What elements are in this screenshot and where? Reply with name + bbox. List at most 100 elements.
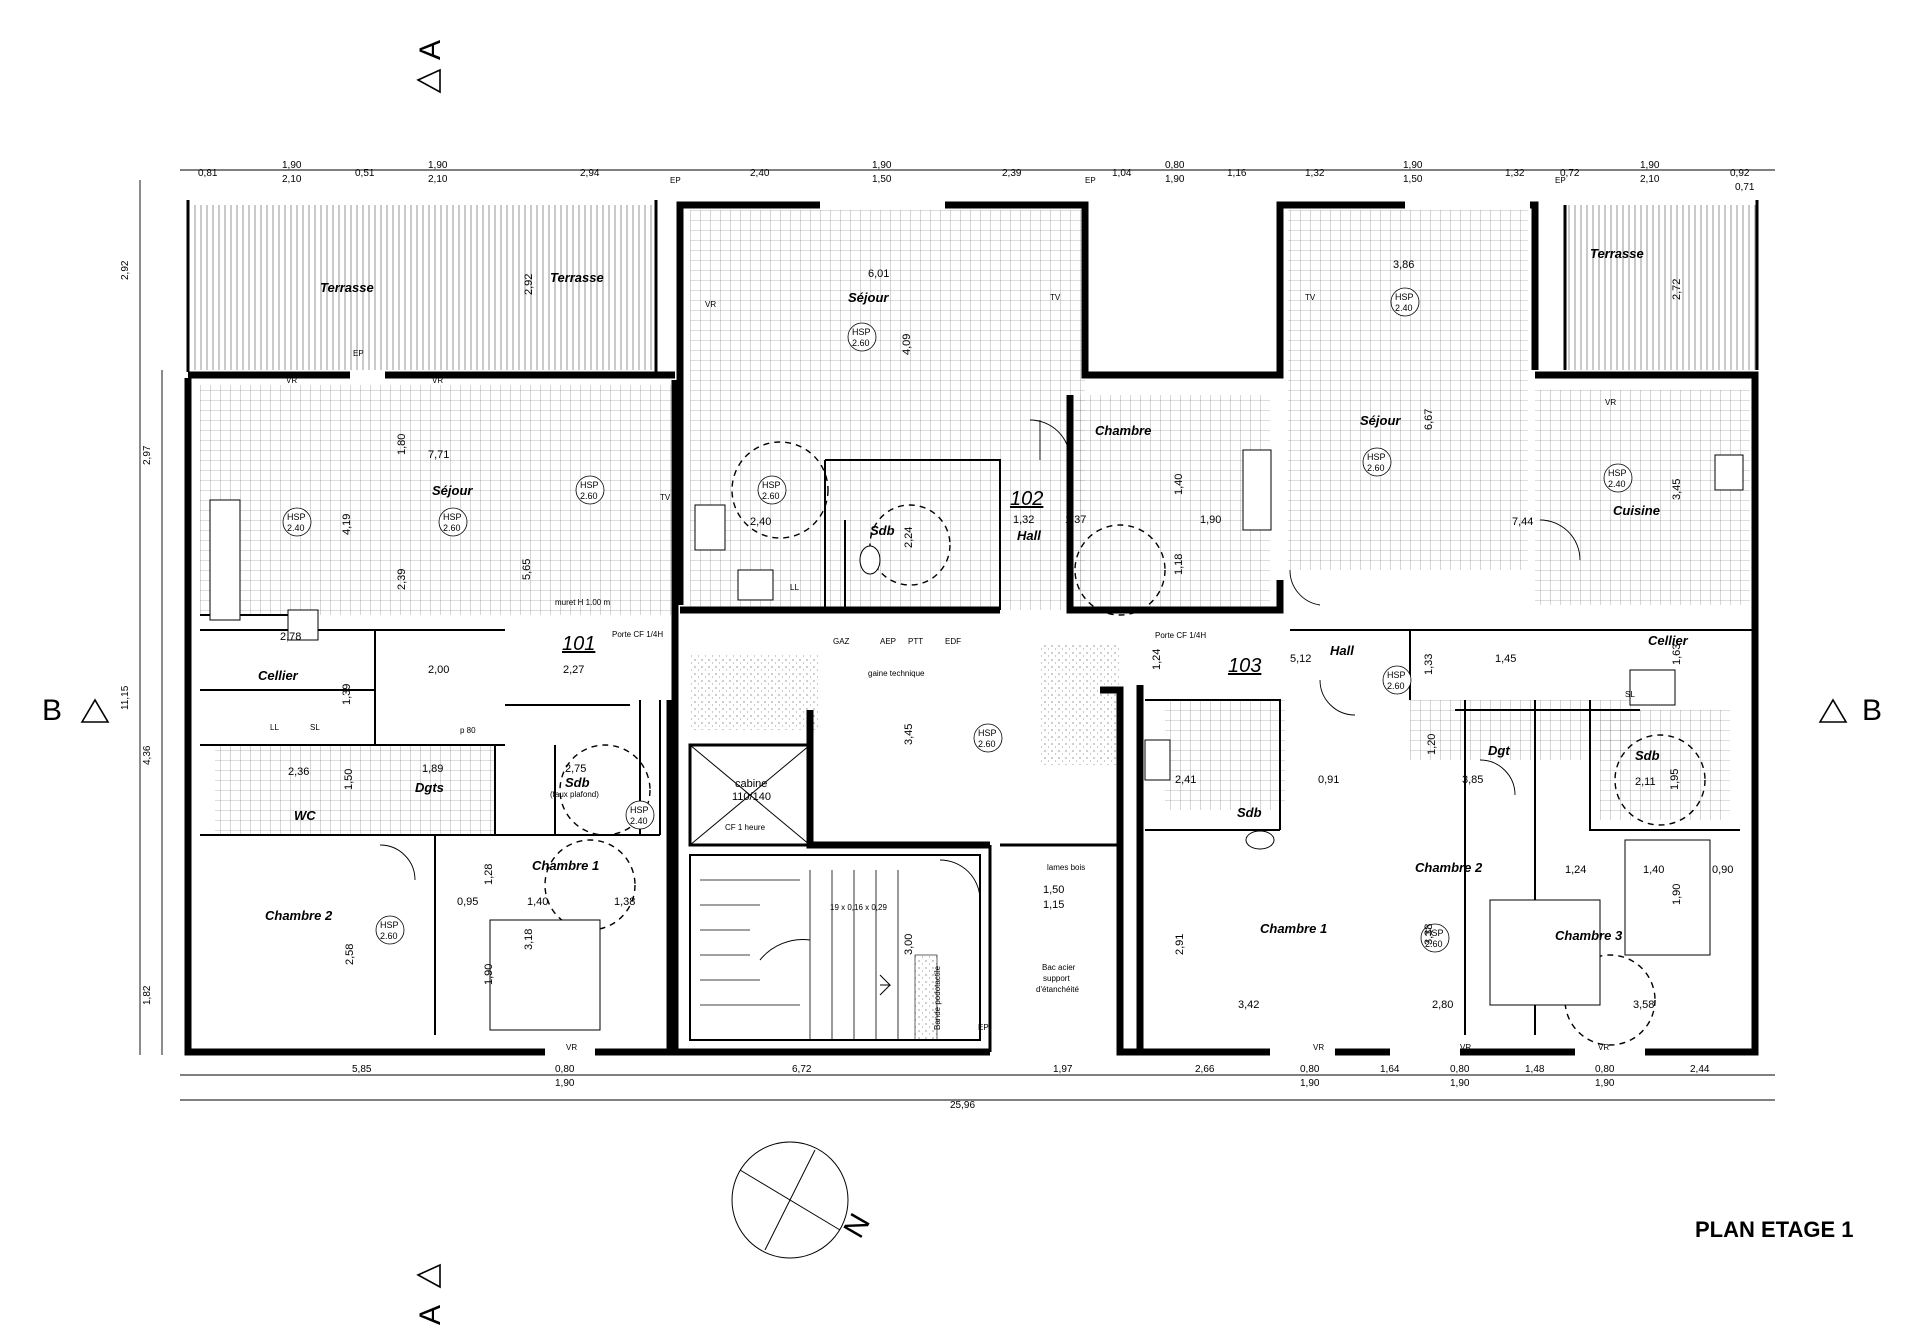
- room-labels: Terrasse Terrasse Terrasse Séjour Cellie…: [258, 246, 1689, 943]
- top-dim-row1: 0,81 1,90 0,51 1,90 2,94 1,90 2,39 1,04 …: [198, 160, 1750, 179]
- label-cf-heure: CF 1 heure: [725, 823, 766, 832]
- svg-text:HSP: HSP: [978, 728, 997, 738]
- svg-text:2.40: 2.40: [287, 523, 305, 533]
- label-tv-1: TV: [1305, 293, 1316, 302]
- terrasse-deck-left: [190, 205, 656, 370]
- room-sdb-103a: Sdb: [1237, 805, 1262, 820]
- label-ep-5: EP: [978, 1023, 989, 1032]
- dim-bot-5: 2,66: [1195, 1064, 1215, 1075]
- svg-text:HSP: HSP: [580, 480, 599, 490]
- tiles-chambre-102: [1075, 395, 1270, 610]
- turning-circle-2: [869, 504, 951, 586]
- room-dim: 7,44: [1512, 516, 1533, 528]
- washbasin-cellier-103: [1629, 669, 1676, 706]
- room-dim: 2,36: [288, 766, 309, 778]
- dim-bot-8: 0,80: [1450, 1064, 1470, 1075]
- fixtures: [209, 449, 1744, 1031]
- gaine-shaft-2: [1040, 645, 1120, 765]
- room-chambre2-101: Chambre 2: [265, 908, 333, 923]
- unit-103: 103: [1228, 655, 1261, 677]
- room-chambre3-103: Chambre 3: [1555, 928, 1623, 943]
- dim-top-4: 1,90: [428, 160, 448, 171]
- room-dim: 2,91: [1174, 934, 1186, 955]
- room-sdb-102: Sdb: [870, 523, 895, 538]
- room-dim: 1,28: [483, 864, 495, 885]
- turning-circle-1: [731, 441, 829, 539]
- room-dim: 1,40: [1643, 864, 1664, 876]
- dim-bot2-2: 1,90: [1300, 1078, 1320, 1089]
- cooktop-103: [1714, 454, 1744, 491]
- section-b-right-arrow-icon: [1818, 698, 1848, 723]
- room-cellier-101: Cellier: [258, 668, 299, 683]
- dim-top2-3: 2,40: [750, 168, 770, 179]
- dim-top2-6: 1,50: [1403, 174, 1423, 185]
- room-dim: 5,12: [1290, 653, 1311, 665]
- section-marks: A A B B: [42, 40, 1882, 1325]
- stair-arrow-icon: [879, 974, 892, 996]
- dim-top2-1: 2,10: [282, 174, 302, 185]
- dim-bot-3: 6,72: [792, 1064, 812, 1075]
- dim-left-5: 1,82: [142, 985, 153, 1005]
- cooktop-101: [287, 609, 319, 641]
- label-p80: p 80: [460, 726, 476, 735]
- dim-top-12: 1,90: [1403, 160, 1423, 171]
- room-hall-103: Hall: [1330, 643, 1354, 658]
- dim-top-3: 0,51: [355, 168, 375, 179]
- room-dim: 0,91: [1318, 774, 1339, 786]
- room-dim: 2,39: [396, 569, 408, 590]
- label-ep-1: EP: [353, 349, 364, 358]
- room-dim: 2,80: [1432, 999, 1453, 1011]
- svg-text:HSP: HSP: [1367, 452, 1386, 462]
- label-ptt: PTT: [908, 637, 923, 646]
- dim-bot-6: 0,80: [1300, 1064, 1320, 1075]
- unit-numbers: 101 102 103: [562, 488, 1261, 677]
- room-hall-102: Hall: [1017, 528, 1041, 543]
- section-a-bottom: A: [414, 1305, 447, 1325]
- label-bac-3: d'étanchéité: [1036, 985, 1079, 994]
- room-dim: 3,86: [1393, 259, 1414, 271]
- room-sdb-101-note: (faux plafond): [550, 790, 599, 799]
- plan-title: PLAN ETAGE 1: [1695, 1217, 1854, 1242]
- label-sl-1: SL: [310, 723, 320, 732]
- room-dgts-101: Dgts: [415, 780, 444, 795]
- room-dim: 3,58: [1633, 999, 1654, 1011]
- stairwell: [689, 854, 981, 1041]
- room-dimensions: 7,71 1,80 4,19 5,65 2,39 2,00 2,78 1,39 …: [280, 259, 1733, 1011]
- dim-top-1: 0,81: [198, 168, 218, 179]
- label-marches: 19 x 0,16 x 0,29: [830, 903, 887, 912]
- room-dim: 2,41: [1175, 774, 1196, 786]
- north-compass: N: [731, 1141, 877, 1259]
- room-dgt-103: Dgt: [1488, 743, 1510, 758]
- label-aep: AEP: [880, 637, 896, 646]
- label-lames: lames bois: [1047, 863, 1085, 872]
- exterior-walls: [184, 200, 1759, 1056]
- elevator-cross-2: [689, 744, 811, 846]
- bed-chambre3-103: [1624, 839, 1711, 956]
- dim-top2-8: 0,71: [1735, 182, 1755, 193]
- svg-text:HSP: HSP: [380, 920, 399, 930]
- dim-bot-4: 1,97: [1053, 1064, 1073, 1075]
- door-swings: [379, 419, 1581, 901]
- room-dim: 2,72: [1671, 279, 1683, 300]
- turning-circle-5: [544, 839, 636, 931]
- dimension-lines: [139, 169, 1775, 1101]
- tiles-sejour-101: [200, 385, 675, 615]
- label-cabine-size: 110/140: [732, 791, 771, 803]
- room-sejour-103: Séjour: [1360, 413, 1401, 428]
- svg-text:2.60: 2.60: [852, 338, 870, 348]
- kitchen-counter-101: [209, 499, 241, 621]
- svg-text:HSP: HSP: [852, 327, 871, 337]
- dim-bot-7: 1,64: [1380, 1064, 1400, 1075]
- room-dim: 1,18: [1173, 554, 1185, 575]
- dim-top-2: 1,90: [282, 160, 302, 171]
- bed-chambre1-103: [1489, 899, 1601, 1006]
- room-dim: 4,19: [341, 514, 353, 535]
- room-dim: 3,00: [903, 934, 915, 955]
- label-gaine: gaine technique: [868, 669, 925, 678]
